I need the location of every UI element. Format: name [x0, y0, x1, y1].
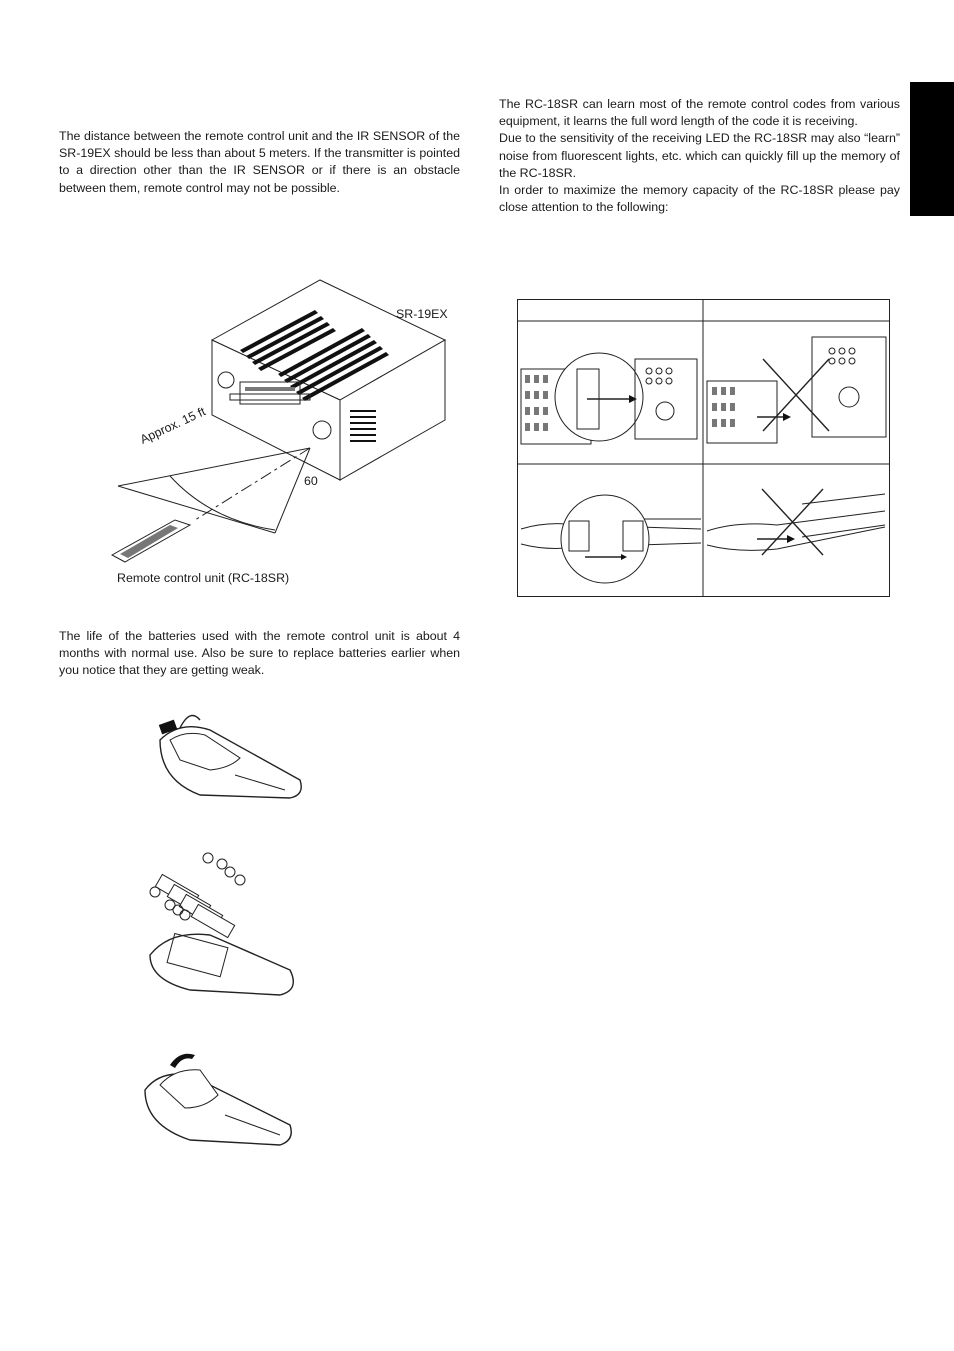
remote-label: Remote control unit (RC-18SR): [117, 571, 290, 585]
correct-alignment-top-view: [520, 352, 698, 445]
receiver-illustration: [110, 279, 447, 563]
battery-cover-open-illustration: [158, 714, 302, 799]
learning-paragraph: The RC-18SR can learn most of the remote…: [499, 96, 900, 216]
range-paragraph: The distance between the remote control …: [59, 129, 460, 195]
battery-insert-illustration: [149, 852, 294, 996]
incorrect-alignment-side-view: [706, 488, 886, 556]
battery-cover-close-illustration: [144, 1053, 292, 1146]
battery-paragraph: The life of the batteries used with the …: [59, 629, 460, 678]
receiver-label: SR-19EX: [396, 307, 448, 321]
correct-alignment-side-view: [520, 494, 702, 584]
learning-line-3: In order to maximize the memory capacity…: [499, 183, 900, 215]
learning-line-2: Due to the sensitivity of the receiving …: [499, 131, 900, 180]
angle-label: 60: [304, 474, 318, 488]
incorrect-alignment-top-view: [706, 336, 887, 444]
learning-position-table: [517, 299, 890, 597]
section-tab: [910, 82, 954, 216]
learning-line-1: The RC-18SR can learn most of the remote…: [499, 97, 900, 129]
